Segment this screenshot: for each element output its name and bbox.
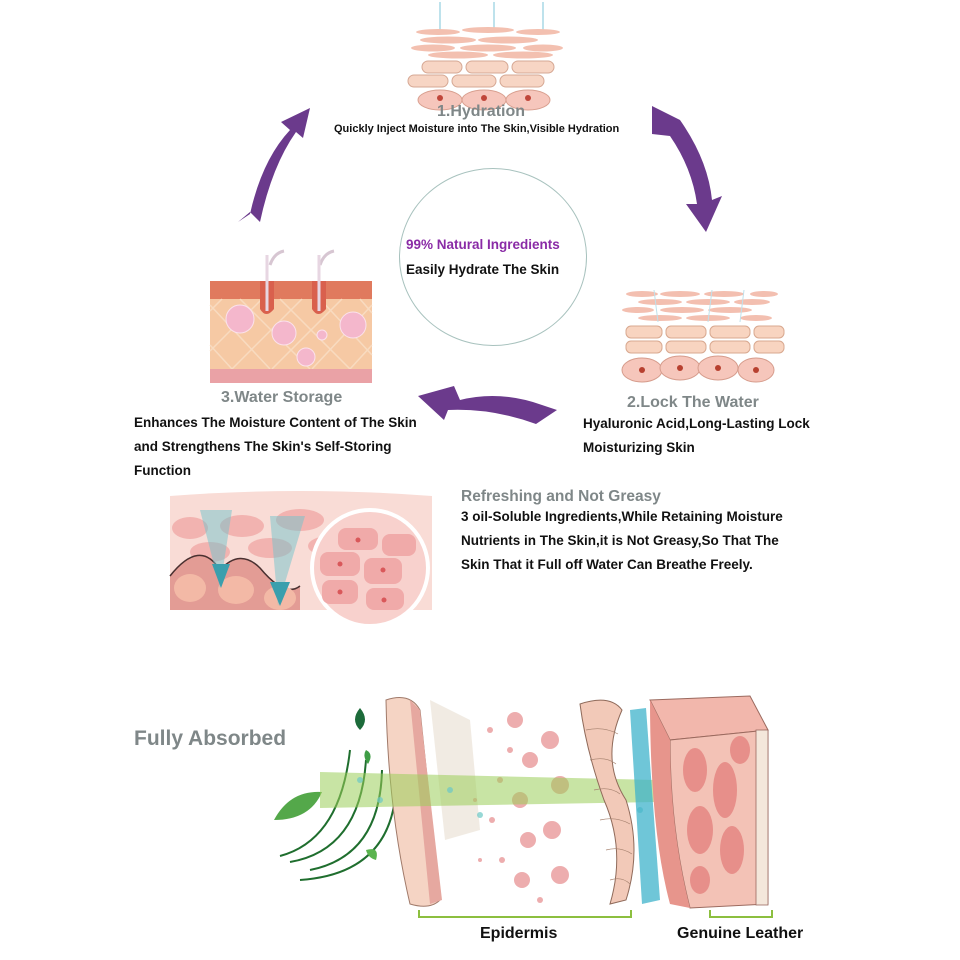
center-circle xyxy=(399,168,587,346)
epidermis-bracket xyxy=(418,910,632,918)
skin-cells-hydration-illustration xyxy=(407,0,563,111)
leather-bracket xyxy=(709,910,773,918)
genuine-leather-label: Genuine Leather xyxy=(677,925,804,942)
step-2-description: Hyaluronic Acid,Long-Lasting Lock Moistu… xyxy=(583,412,810,460)
center-subline: Easily Hydrate The Skin xyxy=(406,262,560,277)
step-2-description-line: Moisturizing Skin xyxy=(583,440,695,455)
skin-layers-absorption-illustration xyxy=(274,695,769,909)
refreshing-description-line: Nutrients in The Skin,it is Not Greasy,S… xyxy=(461,533,779,548)
step-1-title: 1.Hydration xyxy=(437,103,526,120)
skin-absorption-closeup-illustration xyxy=(169,491,432,628)
refreshing-title: Refreshing and Not Greasy xyxy=(461,488,661,505)
step-1-description: Quickly Inject Moisture into The Skin,Vi… xyxy=(334,123,620,135)
center-headline: 99% Natural Ingredients xyxy=(406,237,560,252)
skin-cells-lock-illustration xyxy=(621,289,785,383)
step-2-description-line: Hyaluronic Acid,Long-Lasting Lock xyxy=(583,416,810,431)
step-3-description-line: and Strengthens The Skin's Self-Storing xyxy=(134,439,392,454)
step-3-description: Enhances The Moisture Content of The Ski… xyxy=(134,411,417,483)
skin-water-storage-illustration xyxy=(209,249,373,383)
step-3-title: 3.Water Storage xyxy=(221,389,343,406)
step-3-description-line: Enhances The Moisture Content of The Ski… xyxy=(134,415,417,430)
step-2-title: 2.Lock The Water xyxy=(627,394,759,411)
step-3-description-line: Function xyxy=(134,463,191,478)
refreshing-description: 3 oil-Soluble Ingredients,While Retainin… xyxy=(461,505,783,577)
absorbed-title: Fully Absorbed xyxy=(134,727,287,750)
epidermis-label: Epidermis xyxy=(480,925,558,942)
refreshing-description-line: Skin That it Full off Water Can Breathe … xyxy=(461,557,753,572)
refreshing-description-line: 3 oil-Soluble Ingredients,While Retainin… xyxy=(461,509,783,524)
